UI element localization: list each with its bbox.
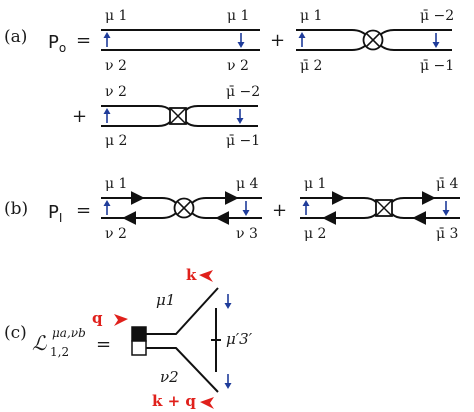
a1-top-left-label: μ 1	[105, 8, 127, 24]
a2-top-left-label: μ 1	[300, 8, 322, 24]
rung-label: μ′3′	[226, 330, 253, 348]
down-arrow-icon	[237, 33, 245, 48]
a2-bottom-left-label: μ̄ 2	[300, 58, 322, 74]
b2-top-right-label: μ̄ 4	[436, 176, 459, 192]
diagram-b1: μ 1 μ 4 ν 2 ν 3	[101, 176, 262, 242]
panel-c-label: (c)	[4, 323, 27, 343]
panel-c-equals: =	[96, 334, 111, 355]
b2-bottom-right-label: μ̄ 3	[436, 226, 458, 242]
square-cross-vertex-icon	[169, 107, 187, 125]
up-arrow-icon	[302, 200, 310, 215]
panel-a-equals: =	[76, 30, 91, 51]
circle-cross-vertex-icon	[362, 29, 384, 51]
b2-bottom-left-label: μ 2	[304, 226, 326, 242]
circle-cross-vertex-icon	[173, 197, 195, 219]
red-arrow-q-icon	[114, 314, 128, 326]
down-arrow-icon	[432, 33, 440, 48]
filled-vertex-box	[131, 326, 147, 342]
down-arrow-icon	[224, 374, 232, 389]
panel-a-lhs: Po	[48, 32, 66, 55]
down-arrow-icon	[242, 201, 250, 216]
down-arrow-icon	[236, 109, 244, 124]
momentum-q-label: q	[92, 309, 103, 327]
red-arrow-kq-icon	[200, 397, 214, 409]
up-arrow-icon	[298, 32, 306, 47]
panel-a: (a) Po = μ 1 μ 1 ν 2 ν 2 +	[4, 8, 454, 149]
panel-a-label: (a)	[4, 27, 27, 47]
diagram-b2: μ 1 μ̄ 4 μ 2 μ̄ 3	[300, 176, 460, 242]
panel-b: (b) PI = μ 1 μ 4 ν 2 ν 3	[4, 176, 460, 242]
panel-c-lhs: ℒ	[32, 331, 47, 355]
diagram-a3: ν 2 μ̄ −2 μ 2 μ̄ −1	[101, 84, 260, 149]
down-arrow-icon	[442, 201, 450, 216]
panel-b-plus: +	[272, 200, 287, 221]
momentum-k-plus-q-label: k + q	[152, 392, 196, 410]
panel-c-lhs-superscript: μa,νb	[52, 326, 86, 340]
panel-c: (c) ℒ μa,νb 1,2 =	[4, 266, 253, 410]
up-arrow-icon	[103, 200, 111, 215]
diagram-a1: μ 1 μ 1 ν 2 ν 2	[101, 8, 260, 74]
lower-leg-label: ν2	[160, 368, 179, 386]
ladder-diagram: q k k + q μ1 ν2 μ′3′	[92, 266, 253, 410]
b1-bottom-right-label: ν 3	[236, 226, 258, 242]
down-arrow-icon	[224, 294, 232, 309]
diagram-a2: μ 1 μ̄ −2 μ̄ 2 μ̄ −1	[296, 8, 454, 74]
upper-leg-label: μ1	[156, 291, 175, 309]
panel-b-equals: =	[76, 200, 91, 221]
momentum-k-label: k	[186, 266, 197, 284]
a2-bottom-right-label: μ̄ −1	[420, 58, 454, 74]
square-cross-vertex-icon	[375, 199, 393, 217]
a1-bottom-left-label: ν 2	[105, 58, 127, 74]
a3-bottom-left-label: μ 2	[105, 133, 127, 149]
panel-b-label: (b)	[4, 199, 28, 219]
b1-bottom-left-label: ν 2	[105, 226, 127, 242]
b1-top-right-label: μ 4	[236, 176, 259, 192]
b1-top-left-label: μ 1	[105, 176, 127, 192]
up-arrow-icon	[103, 32, 111, 47]
a3-top-left-label: ν 2	[105, 84, 127, 100]
panel-b-lhs: PI	[48, 202, 62, 225]
up-arrow-icon	[103, 108, 111, 123]
open-vertex-box	[131, 340, 147, 356]
a2-top-right-label: μ̄ −2	[420, 8, 454, 24]
red-arrow-k-icon	[199, 270, 213, 282]
a3-bottom-right-label: μ̄ −1	[226, 133, 260, 149]
panel-c-lhs-subscript: 1,2	[50, 345, 69, 359]
a1-top-right-label: μ 1	[227, 8, 249, 24]
panel-a-plus-1: +	[270, 30, 285, 51]
a3-top-right-label: μ̄ −2	[226, 84, 260, 100]
a1-bottom-right-label: ν 2	[227, 58, 249, 74]
b2-top-left-label: μ 1	[304, 176, 326, 192]
panel-a-plus-2: +	[72, 106, 87, 127]
